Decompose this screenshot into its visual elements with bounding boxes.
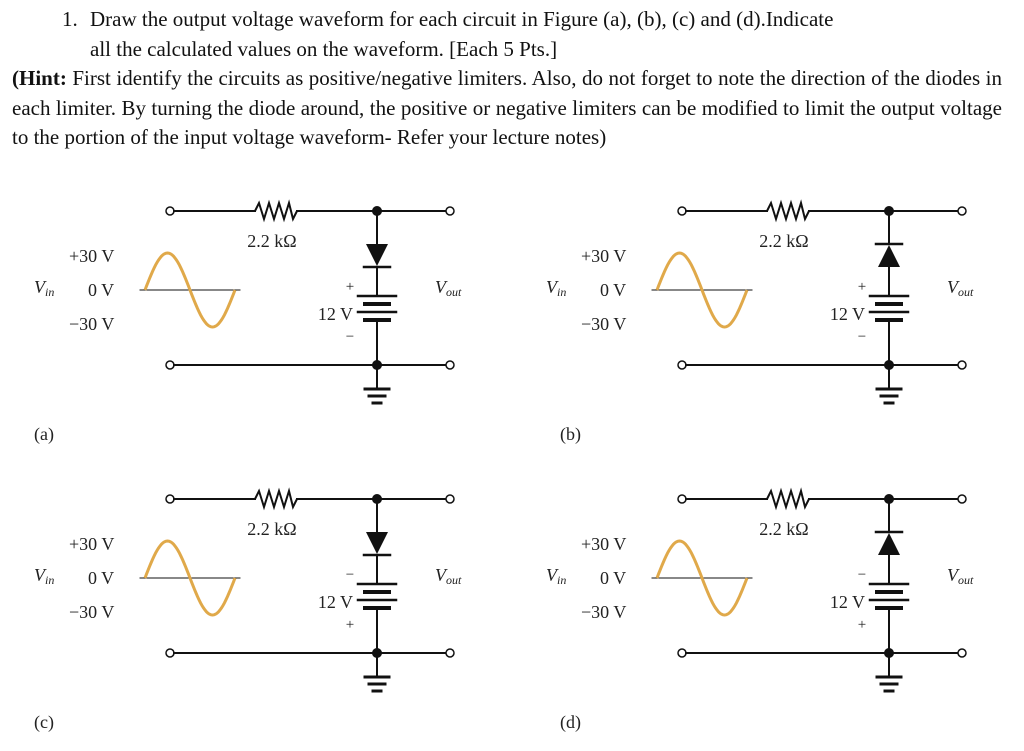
vin-label: Vin	[34, 277, 54, 299]
battery-bottom-polarity: +	[346, 617, 354, 633]
battery-bottom-polarity: −	[858, 329, 866, 345]
circuit-figure-d: − +12 V 2.2 kΩ +30 V 0 V −30 V Vin Vout (d)	[546, 487, 974, 733]
output-terminal-top	[957, 494, 967, 504]
resistor-symbol	[254, 487, 298, 511]
vin-label: Vin	[34, 565, 54, 587]
hint-label: Hint:	[19, 66, 67, 90]
input-terminal-top	[165, 494, 175, 504]
vin-zero-level: 0 V	[600, 280, 626, 300]
input-terminal-top	[677, 206, 687, 216]
vin-negative-peak: −30 V	[581, 314, 626, 334]
output-terminal-bottom	[957, 648, 967, 658]
output-terminal-top	[957, 206, 967, 216]
resistor-value: 2.2 kΩ	[247, 231, 296, 251]
input-terminal-bottom	[165, 648, 175, 658]
vin-positive-peak: +30 V	[581, 534, 626, 554]
battery-top-polarity: −	[858, 567, 866, 583]
figure-label: (a)	[34, 424, 54, 445]
battery-top-polarity: +	[346, 279, 354, 295]
resistor-value: 2.2 kΩ	[759, 519, 808, 539]
vin-positive-peak: +30 V	[69, 534, 114, 554]
problem-statement: 1. Draw the output voltage waveform for …	[12, 4, 1002, 153]
output-terminal-bottom	[445, 360, 455, 370]
battery-bottom-polarity: +	[858, 617, 866, 633]
battery-bottom-polarity: −	[346, 329, 354, 345]
input-terminal-top	[165, 206, 175, 216]
vout-label: Vout	[435, 277, 462, 299]
circuit-figure-a: + − 12 V 2.2 kΩ +30 V 0 V −30 V Vin Vout (a)	[34, 199, 462, 445]
diode-symbol	[878, 533, 900, 555]
vin-positive-peak: +30 V	[69, 246, 114, 266]
circuit-figure-b: + − 12 V 2.2 kΩ +30 V 0 V −30 V Vin Vout (b)	[546, 199, 974, 445]
diode-symbol	[366, 532, 388, 554]
diode-symbol	[366, 244, 388, 266]
battery-top-polarity: −	[346, 567, 354, 583]
input-sine-waveform	[655, 251, 749, 329]
diode-symbol	[878, 245, 900, 267]
input-terminal-bottom	[677, 360, 687, 370]
question-line-2: all the calculated values on the wavefor…	[12, 34, 1002, 64]
resistor-value: 2.2 kΩ	[247, 519, 296, 539]
battery-top-polarity: +	[858, 279, 866, 295]
hint-open: (	[12, 66, 19, 90]
vin-zero-level: 0 V	[88, 280, 114, 300]
output-terminal-top	[445, 494, 455, 504]
figure-label: (d)	[560, 712, 581, 733]
hint-paragraph: (Hint: First identify the circuits as po…	[12, 64, 1002, 153]
output-terminal-bottom	[445, 648, 455, 658]
battery-value: 12 V	[830, 304, 865, 324]
question-text-1: Draw the output voltage waveform for eac…	[90, 7, 834, 31]
circuit-figure-c: − +12 V 2.2 kΩ +30 V 0 V −30 V Vin Vout (c)	[34, 487, 462, 733]
input-terminal-bottom	[165, 360, 175, 370]
vout-label: Vout	[947, 565, 974, 587]
vout-label: Vout	[435, 565, 462, 587]
input-terminal-bottom	[677, 648, 687, 658]
input-sine-waveform	[655, 539, 749, 617]
vin-negative-peak: −30 V	[69, 602, 114, 622]
input-terminal-top	[677, 494, 687, 504]
input-sine-waveform	[143, 539, 237, 617]
output-terminal-top	[445, 206, 455, 216]
resistor-symbol	[766, 487, 810, 511]
vin-negative-peak: −30 V	[581, 602, 626, 622]
resistor-symbol	[766, 199, 810, 223]
vin-label: Vin	[546, 565, 566, 587]
question-line-1: 1. Draw the output voltage waveform for …	[12, 4, 1002, 34]
question-text-2: all the calculated values on the wavefor…	[90, 37, 558, 61]
resistor-value: 2.2 kΩ	[759, 231, 808, 251]
input-sine-waveform	[143, 251, 237, 329]
battery-value: 12 V	[318, 592, 353, 612]
figure-label: (c)	[34, 712, 54, 733]
vin-zero-level: 0 V	[600, 568, 626, 588]
output-terminal-bottom	[957, 360, 967, 370]
vin-negative-peak: −30 V	[69, 314, 114, 334]
vin-positive-peak: +30 V	[581, 246, 626, 266]
resistor-symbol	[254, 199, 298, 223]
figure-label: (b)	[560, 424, 581, 445]
battery-value: 12 V	[830, 592, 865, 612]
vin-label: Vin	[546, 277, 566, 299]
vin-zero-level: 0 V	[88, 568, 114, 588]
question-number: 1.	[62, 7, 78, 31]
battery-value: 12 V	[318, 304, 353, 324]
vout-label: Vout	[947, 277, 974, 299]
hint-body: First identify the circuits as positive/…	[12, 66, 1002, 149]
